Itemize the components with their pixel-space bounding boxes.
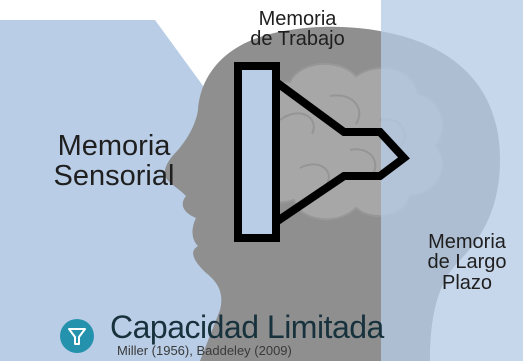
long-term-memory-label-line: Plazo bbox=[441, 271, 493, 294]
long-term-memory-region bbox=[381, 0, 523, 361]
long-term-memory-label-line: de Largo bbox=[427, 251, 507, 274]
sensory-memory-label-line: Memoria bbox=[57, 130, 171, 162]
long-term-memory-label: Memoria de Largo Plazo bbox=[414, 231, 520, 294]
working-memory-box bbox=[234, 62, 280, 242]
working-memory-label-line: Memoria bbox=[258, 8, 337, 30]
long-term-memory-label-line: Memoria bbox=[428, 231, 506, 253]
limited-capacity-title: Capacidad Limitada bbox=[110, 309, 384, 345]
sensory-memory-label: Memoria Sensorial bbox=[30, 131, 198, 192]
working-memory-label: Memoria de Trabajo bbox=[230, 9, 365, 50]
working-memory-label-line: de Trabajo bbox=[250, 28, 345, 51]
sensory-memory-label-line: Sensorial bbox=[53, 160, 175, 193]
working-memory-funnel bbox=[273, 78, 410, 226]
funnel-icon bbox=[60, 319, 94, 353]
citation-text: Miller (1956), Baddeley (2009) bbox=[117, 343, 292, 358]
